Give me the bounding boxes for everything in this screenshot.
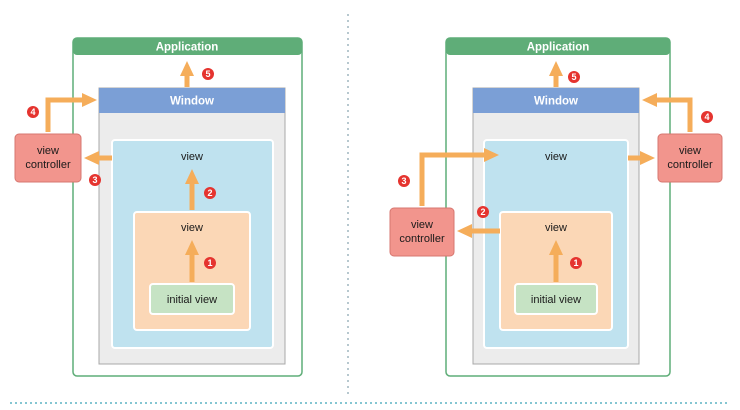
svg-text:3: 3 <box>401 176 406 186</box>
svg-text:2: 2 <box>207 188 212 198</box>
left-window-header <box>99 88 285 113</box>
right-panel: Application Window view view initial vie… <box>389 37 723 377</box>
right-application-label: Application <box>527 42 590 54</box>
right-window-header <box>473 88 639 113</box>
right-outer-view-controller-label-line1: view <box>679 145 701 157</box>
left-view-controller <box>14 133 82 183</box>
right-step-badge-2: 2 <box>477 206 489 218</box>
right-inner-view-controller <box>389 207 455 257</box>
right-outer-view-controller <box>657 133 723 183</box>
right-step-badge-4: 4 <box>701 111 713 123</box>
svg-text:1: 1 <box>207 258 212 268</box>
svg-text:1: 1 <box>573 258 578 268</box>
svg-text:2: 2 <box>480 207 485 217</box>
left-application-label: Application <box>156 42 219 54</box>
left-inner-view-label: view <box>181 222 203 234</box>
right-step-badge-1: 1 <box>570 257 582 269</box>
right-initial-view <box>514 283 598 315</box>
left-step-badge-1: 1 <box>204 257 216 269</box>
right-application-header <box>446 38 670 55</box>
right-window-label: Window <box>534 96 578 108</box>
left-step-badge-5: 5 <box>202 68 214 80</box>
right-inner-view-label: view <box>545 222 567 234</box>
right-arrow-step-4 <box>642 93 693 132</box>
svg-text:3: 3 <box>92 175 97 185</box>
left-outer-view-label: view <box>181 151 203 163</box>
right-initial-view-label: initial view <box>531 294 581 306</box>
left-step-badge-4: 4 <box>27 106 39 118</box>
left-window-label: Window <box>170 96 214 108</box>
svg-text:5: 5 <box>571 72 576 82</box>
right-inner-view-controller-label-line2: controller <box>399 233 445 245</box>
left-view-controller-label-line1: view <box>37 145 59 157</box>
right-step-badge-3: 3 <box>398 175 410 187</box>
svg-text:4: 4 <box>30 107 35 117</box>
left-initial-view <box>149 283 235 315</box>
right-arrow-step-3 <box>419 148 499 206</box>
left-step-badge-3: 3 <box>89 174 101 186</box>
left-panel: Application Window view view initial vie… <box>14 37 303 377</box>
left-application-header <box>73 38 302 55</box>
left-arrow-step-4 <box>45 93 97 132</box>
svg-text:4: 4 <box>704 112 709 122</box>
left-view-controller-label-line2: controller <box>25 159 71 171</box>
left-initial-view-label: initial view <box>167 294 217 306</box>
right-inner-view-controller-label-line1: view <box>411 219 433 231</box>
right-outer-view-controller-label-line2: controller <box>667 159 713 171</box>
right-outer-view-label: view <box>545 151 567 163</box>
svg-text:5: 5 <box>205 69 210 79</box>
right-step-badge-5: 5 <box>568 71 580 83</box>
left-step-badge-2: 2 <box>204 187 216 199</box>
